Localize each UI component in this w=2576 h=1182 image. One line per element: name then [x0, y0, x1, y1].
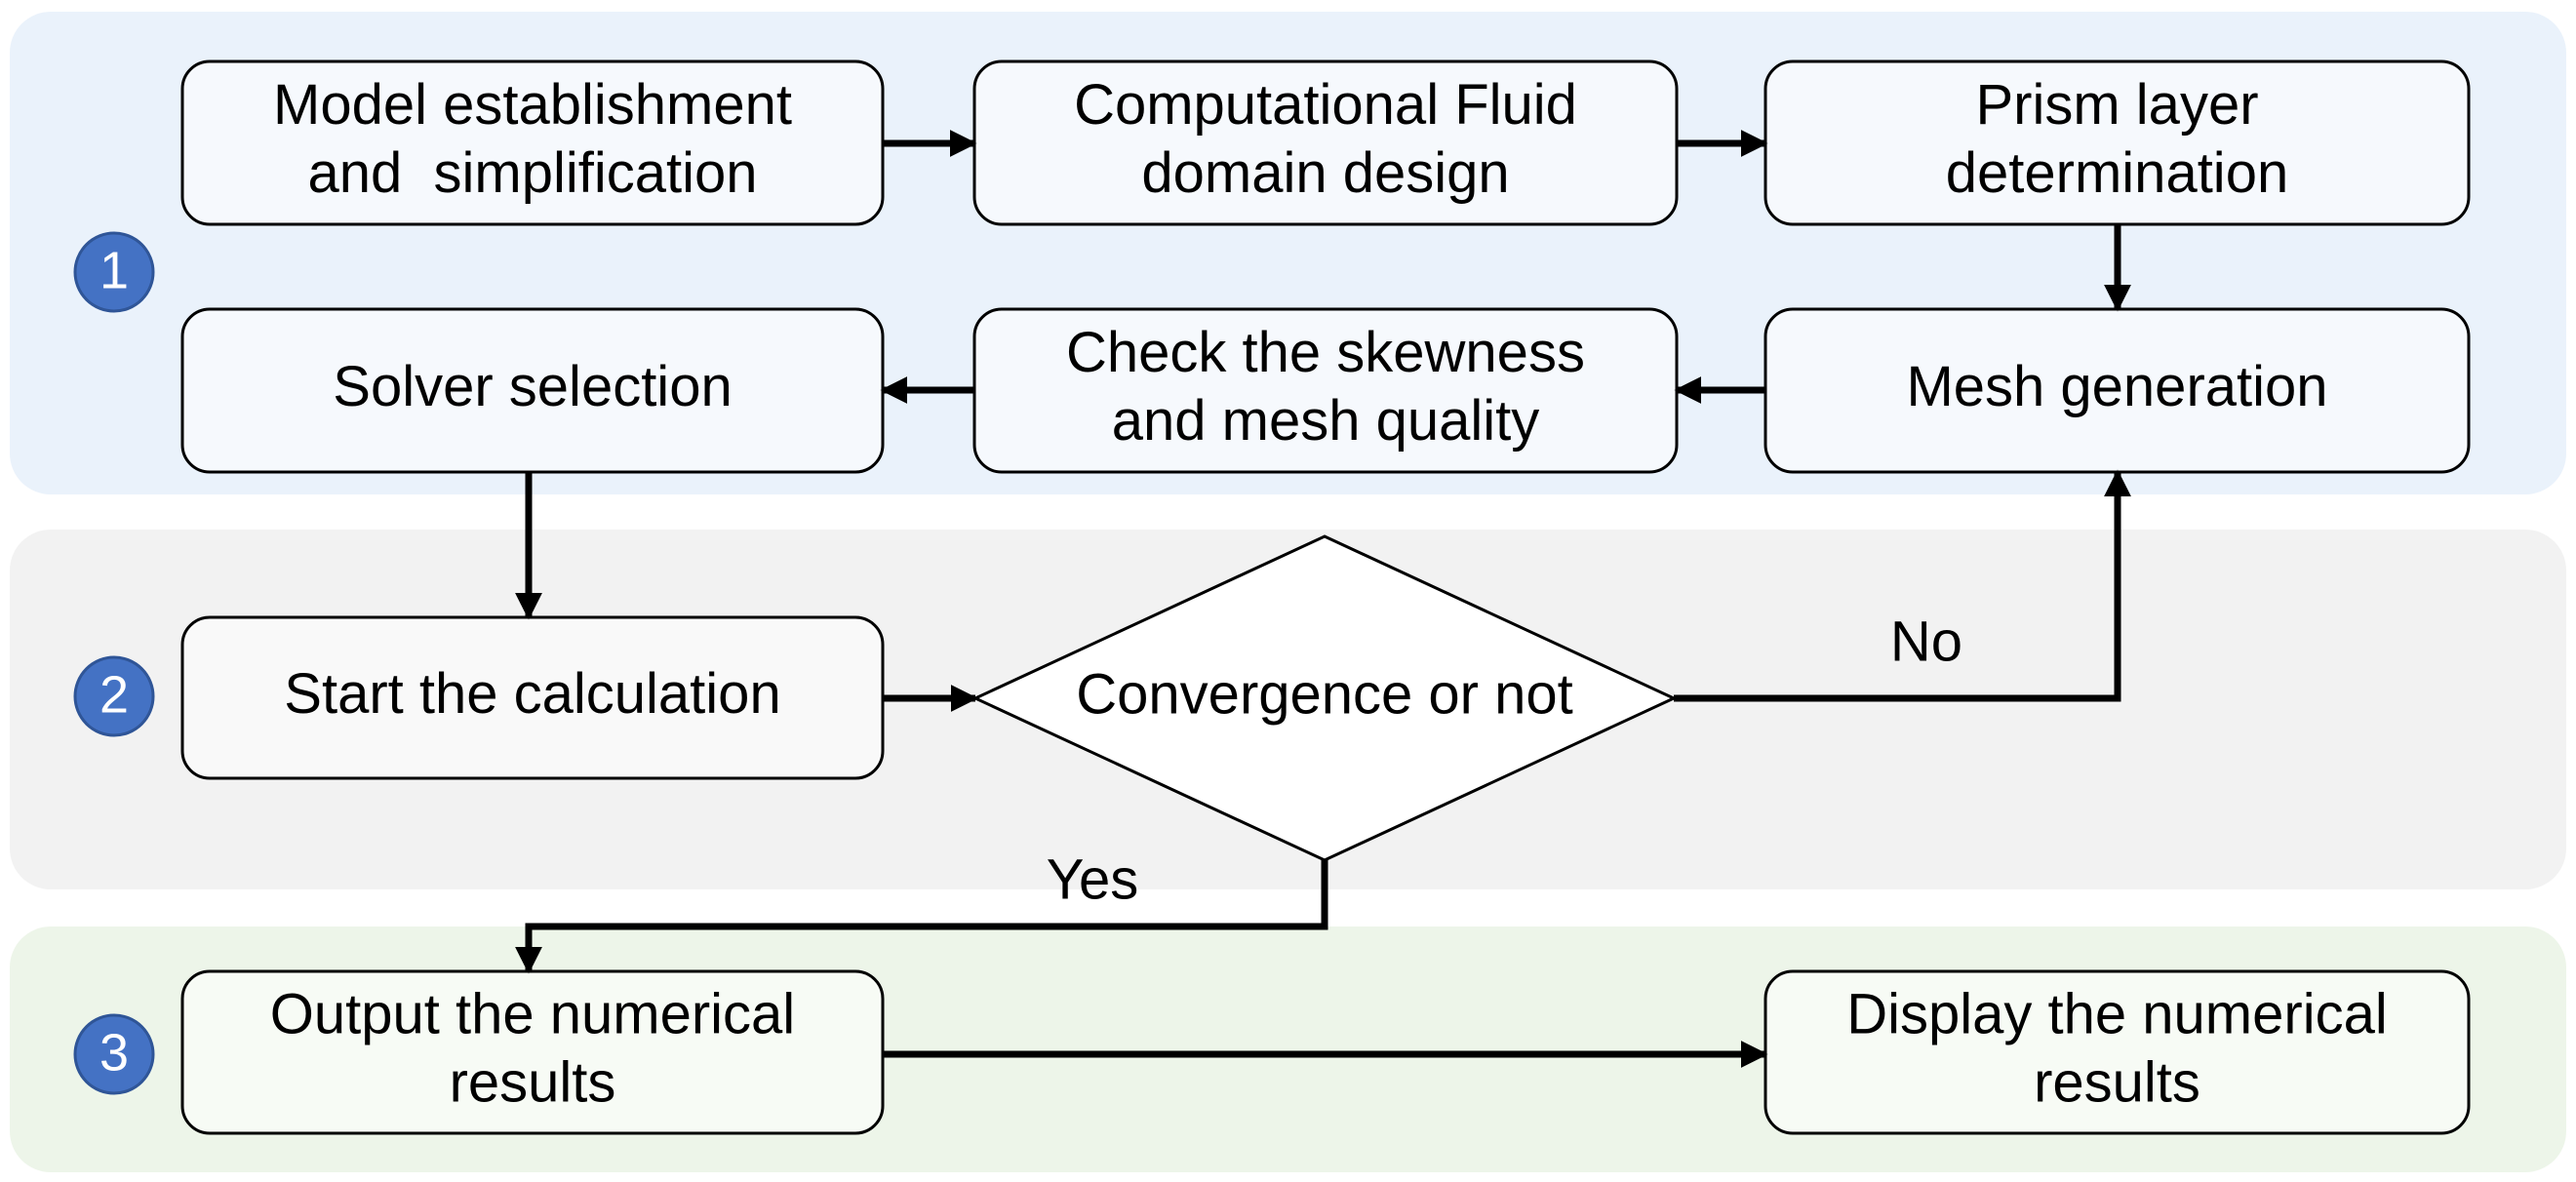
- node-label-line: determination: [1946, 141, 2288, 205]
- badge-circle: [73, 1013, 155, 1095]
- node-label-line: results: [450, 1050, 616, 1114]
- node-label-line: Convergence or not: [1076, 662, 1572, 726]
- process-box: [972, 59, 1679, 226]
- process-box: [180, 307, 885, 474]
- process-box: [180, 615, 885, 780]
- process-box: [180, 59, 885, 226]
- node-label-line: and mesh quality: [1112, 389, 1539, 453]
- node-label-line: and simplification: [308, 141, 758, 205]
- node-solver: Solver selection: [180, 307, 885, 474]
- edge-label-no: No: [1890, 610, 1962, 673]
- node-label-line: Model establishment: [273, 73, 792, 137]
- stage-1-number-badge: 1: [73, 231, 155, 313]
- badge-circle: [73, 231, 155, 313]
- node-label-line: Prism layer: [1975, 73, 2258, 137]
- process-box: [180, 969, 885, 1135]
- badge-number: 3: [99, 1023, 129, 1082]
- process-box: [1764, 969, 2471, 1135]
- decision-diamond: [971, 534, 1678, 862]
- stage-3-number-badge: 3: [73, 1013, 155, 1095]
- node-label-line: Output the numerical: [270, 982, 795, 1045]
- edge-label-yes: Yes: [1047, 847, 1139, 911]
- stage-2-number-badge: 2: [73, 655, 155, 737]
- node-convergence: Convergence or not: [971, 534, 1678, 862]
- node-start: Start the calculation: [180, 615, 885, 780]
- process-box: [1764, 59, 2471, 226]
- node-label-line: Display the numerical: [1846, 982, 2387, 1045]
- node-label-line: Solver selection: [333, 355, 732, 418]
- badge-number: 1: [99, 241, 129, 299]
- arrow-convergence-to-output: [515, 860, 1328, 974]
- badge-circle: [73, 655, 155, 737]
- node-label-line: Computational Fluid: [1074, 73, 1577, 137]
- arrow-convergence-to-mesh: [1674, 469, 2131, 702]
- process-box: [972, 307, 1679, 474]
- process-box: [1764, 307, 2471, 474]
- node-label-line: domain design: [1141, 141, 1509, 205]
- node-label-line: Check the skewness: [1066, 321, 1585, 384]
- node-label-line: Mesh generation: [1906, 355, 2327, 418]
- badge-number: 2: [99, 665, 129, 724]
- node-mesh: Mesh generation: [1764, 307, 2471, 474]
- node-label-line: results: [2034, 1050, 2200, 1114]
- node-label-line: Start the calculation: [284, 662, 780, 726]
